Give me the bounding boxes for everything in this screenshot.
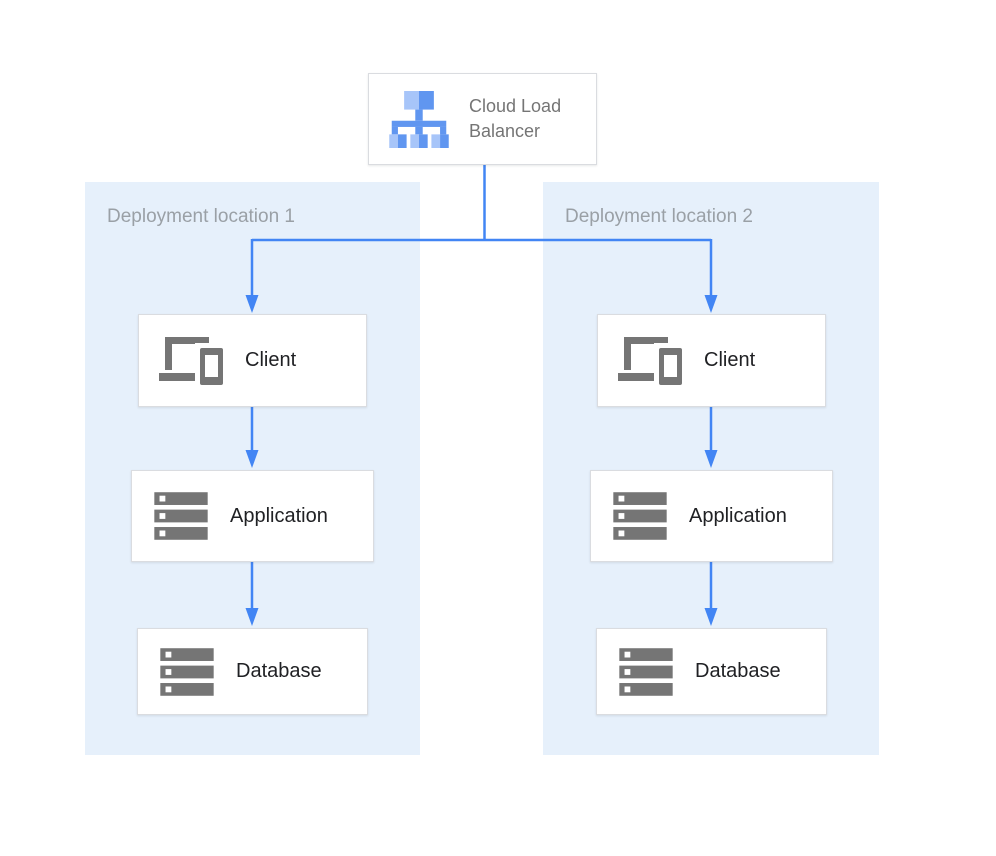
node-cloud-load-balancer-label: Cloud Load Balancer [469,96,562,141]
node-database-2: Database [596,628,827,715]
node-database-1: Database [137,628,368,715]
server-stack-icon [617,647,675,696]
node-client-1-label: Client [245,349,297,371]
deployment-panel-1-label: Deployment location 1 [107,206,295,227]
node-client-1: Client [138,314,367,407]
node-cloud-load-balancer: Cloud Load Balancer [368,73,597,165]
server-stack-icon [152,492,210,540]
deployment-panel-2-label: Deployment location 2 [565,206,753,227]
client-devices-icon [159,334,225,388]
node-application-2-label: Application [689,504,787,527]
node-application-1: Application [131,470,374,562]
node-client-2-label: Client [704,349,756,371]
node-database-1-label: Database [236,660,322,682]
node-client-2: Client [597,314,826,407]
server-stack-icon [611,492,669,540]
load-balancer-icon [389,90,449,148]
client-devices-icon [618,334,684,388]
node-application-1-label: Application [230,504,328,527]
node-database-2-label: Database [695,660,781,682]
server-stack-icon [158,647,216,696]
node-application-2: Application [590,470,833,562]
